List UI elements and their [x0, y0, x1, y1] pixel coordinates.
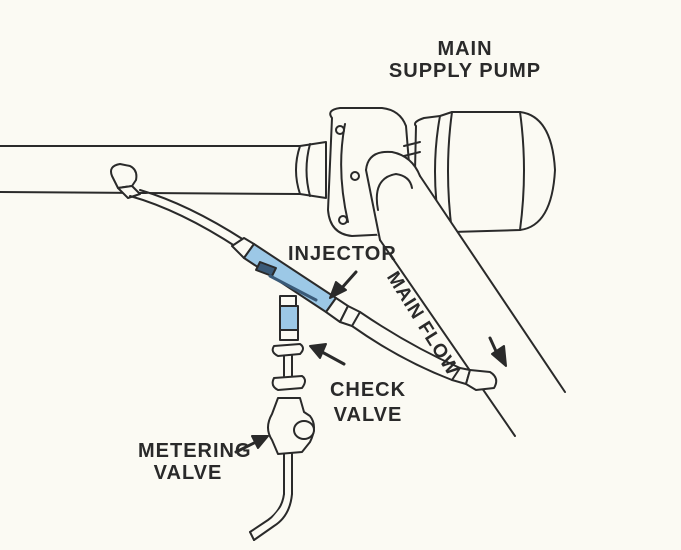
suction-pipe — [0, 141, 327, 199]
injector-label: INJECTOR — [288, 243, 397, 265]
main-supply-pump-label: MAIN SUPPLY PUMP — [380, 38, 550, 82]
bypass-hose-lower — [325, 297, 498, 391]
check-valve-label-line1: CHECK — [329, 379, 407, 401]
main-flow-pipe — [365, 150, 610, 470]
metering-valve — [249, 397, 315, 541]
check-valve-label-line2: VALVE — [333, 404, 403, 426]
injector-arrow — [329, 270, 358, 299]
check-valve — [271, 343, 306, 391]
metering-valve-label-line1: METERING — [138, 440, 252, 462]
metering-valve-label-line2: VALVE — [153, 462, 223, 484]
injector-stem — [279, 295, 299, 341]
bypass-hose-upper — [110, 163, 255, 259]
main-supply-pump-label-line2: SUPPLY PUMP — [388, 60, 542, 82]
metering-valve-arrow — [234, 435, 269, 454]
check-valve-label: CHECK VALVE — [328, 378, 408, 428]
main-supply-pump-label-line1: MAIN — [437, 38, 493, 60]
check-valve-arrow — [309, 343, 346, 366]
flow-arrow — [488, 336, 507, 367]
injector-body — [243, 243, 337, 313]
metering-valve-label: METERING VALVE — [138, 440, 252, 484]
